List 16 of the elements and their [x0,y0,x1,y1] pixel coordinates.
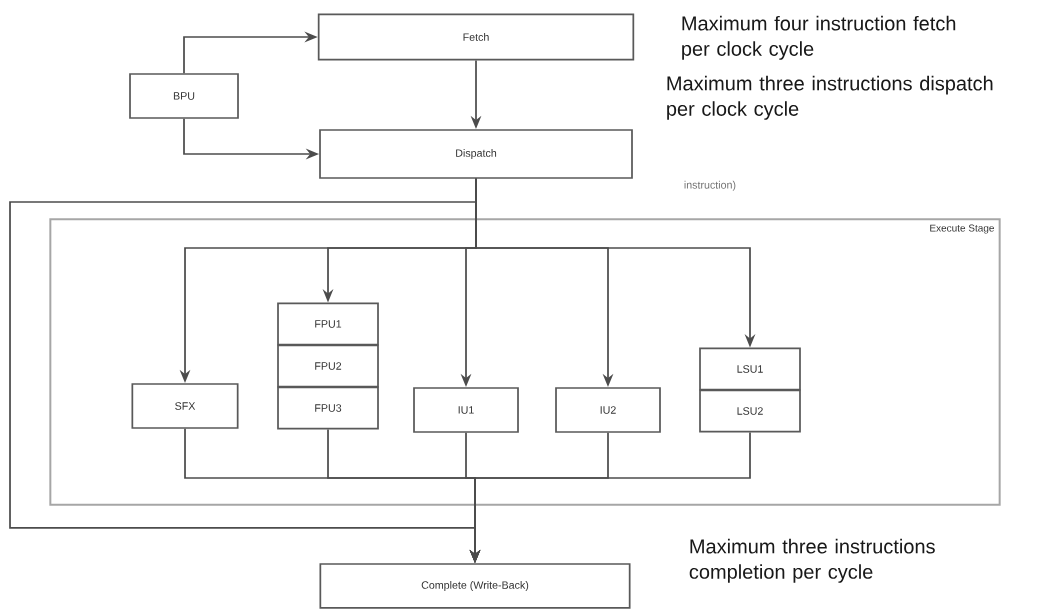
unit-box: Fetch [317,13,635,61]
unit-box: Dispatch [319,129,633,179]
unit-box: LSU2 [699,389,801,433]
annotation-text: Maximum three instructions completion per cycle [689,538,935,583]
unit-box: SFX [131,383,239,429]
unit-box: IU1 [413,387,519,433]
unit-box: FPU1 [277,302,379,346]
annotation-text: Maximum three instructions dispatch per clock cycle [667,75,993,120]
unit-box: FPU2 [277,344,379,388]
unit-box: Complete (Write-Back) [319,563,631,609]
annotation-text: Maximum four instruction fetch per clock cycle [682,15,956,60]
unit-box: IU2 [555,387,661,433]
unit-box: LSU1 [699,347,801,391]
unit-box: BPU [129,73,239,119]
unit-box: FPU3 [277,386,379,430]
note-fragment: instruction) [684,180,736,191]
